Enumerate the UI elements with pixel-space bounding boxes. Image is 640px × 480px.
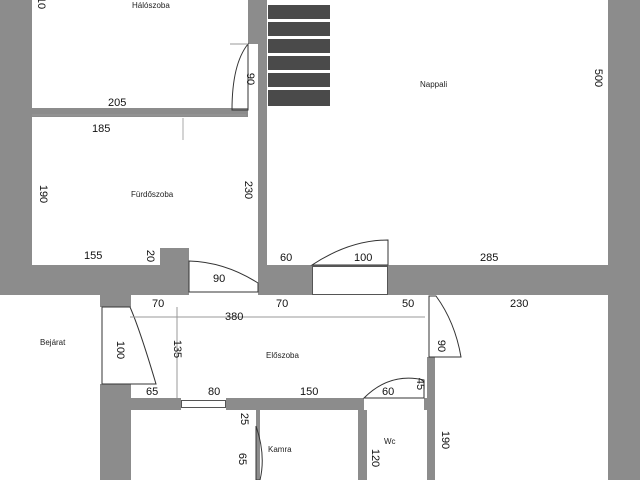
hall-right-door-swing	[428, 295, 462, 358]
room-eloszoba: Előszoba	[266, 351, 299, 360]
wall-bath-bottom	[0, 265, 160, 295]
wall-living-bottom-left	[258, 265, 312, 295]
room-nappali: Nappali	[420, 80, 448, 89]
wall-bath-pillar	[160, 248, 189, 295]
dim-190-bath: 190	[37, 184, 50, 204]
wall-right-outer	[608, 0, 640, 480]
wall-left-lower-vertical	[100, 384, 131, 480]
stair-step	[268, 5, 330, 19]
kamra-door-swing	[255, 425, 263, 480]
dim-10-top: 10	[35, 0, 48, 10]
stair-step	[268, 56, 330, 70]
entrance-door-swing	[101, 306, 157, 385]
dim-155: 155	[84, 250, 103, 262]
hall-window	[181, 400, 226, 408]
wall-bedroom-bath	[32, 108, 248, 117]
dim-120: 120	[369, 448, 382, 468]
dim-100-window: 100	[354, 252, 373, 264]
stair-step	[268, 73, 330, 87]
wall-left-lower	[100, 295, 131, 307]
dim-135: 135	[171, 339, 184, 359]
wall-center-stub	[248, 0, 258, 44]
dim-20: 20	[144, 249, 157, 263]
room-wc: Wc	[384, 437, 396, 446]
dim-90-bedroom: 90	[244, 72, 257, 86]
dim-205: 205	[108, 97, 127, 109]
dim-70-left: 70	[152, 298, 165, 310]
dim-90-hall: 90	[435, 339, 448, 353]
dim-65-kamra: 65	[236, 452, 249, 466]
wc-door-swing	[362, 377, 425, 399]
stair-step	[268, 22, 330, 36]
living-door-swing	[310, 239, 389, 266]
room-kamra: Kamra	[268, 445, 292, 454]
stair-step	[268, 90, 330, 106]
dim-230-bath: 230	[242, 180, 255, 200]
room-furdo: Fürdőszoba	[131, 190, 174, 199]
dim-60-wc: 60	[382, 386, 395, 398]
dim-380: 380	[225, 311, 244, 323]
dim-190-wc: 190	[439, 430, 452, 450]
wall-hall-bottom-right	[226, 398, 364, 410]
room-bejarat: Bejárat	[40, 338, 66, 347]
dim-500: 500	[592, 68, 605, 88]
wall-kamra-left	[256, 410, 260, 480]
wall-hall-bottom-left	[131, 398, 181, 410]
dim-60-living: 60	[280, 252, 293, 264]
wall-left-outer	[0, 0, 32, 295]
wall-center-upper	[258, 0, 267, 265]
dim-65-entrance: 65	[146, 386, 159, 398]
wall-living-bottom-right	[388, 265, 608, 295]
dim-100-entrance: 100	[114, 340, 127, 360]
bathroom-door-swing	[188, 260, 259, 293]
bedroom-door-swing	[231, 42, 249, 111]
dim-90-bath: 90	[213, 273, 226, 285]
dim-285: 285	[480, 252, 499, 264]
wall-wc-right	[427, 357, 435, 480]
room-halo: Hálószoba	[132, 1, 170, 10]
dim-50: 50	[402, 298, 415, 310]
dim-150: 150	[300, 386, 319, 398]
dim-45: 45	[414, 377, 427, 391]
dim-185: 185	[92, 123, 111, 135]
dim-25: 25	[238, 412, 251, 426]
dim-80: 80	[208, 386, 221, 398]
stair-step	[268, 39, 330, 53]
wall-kamra-wc	[358, 410, 367, 480]
living-room-window	[312, 266, 388, 295]
dim-70-mid: 70	[276, 298, 289, 310]
dim-230-hall: 230	[510, 298, 529, 310]
